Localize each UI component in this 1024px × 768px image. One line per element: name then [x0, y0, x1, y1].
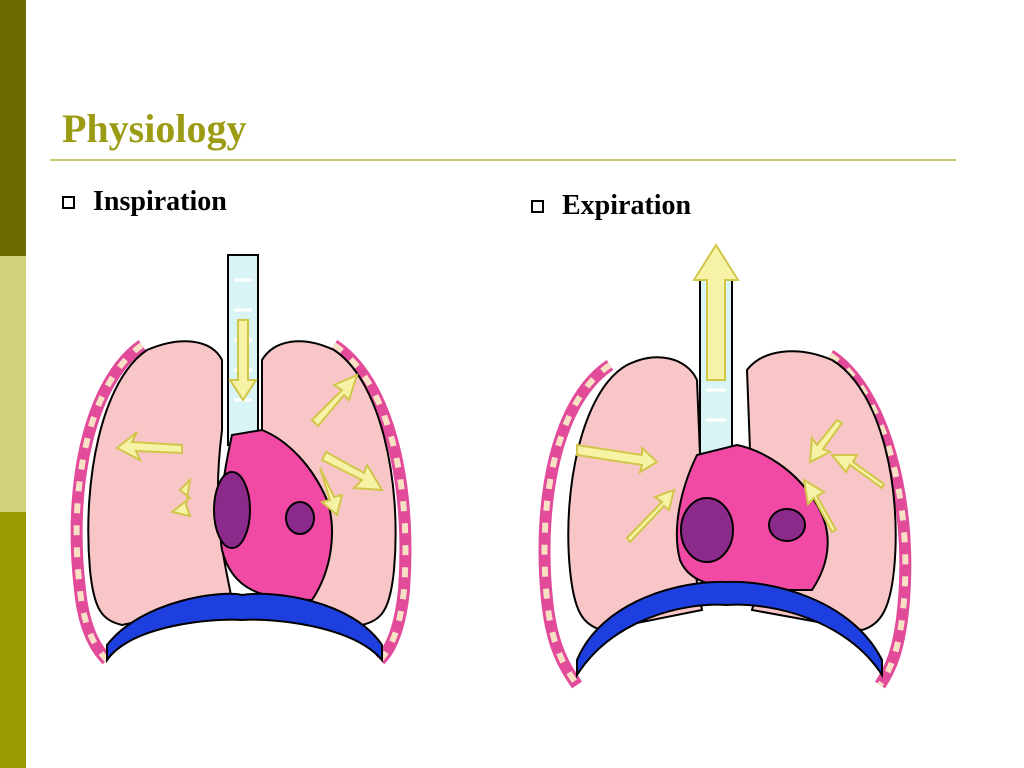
title-divider	[50, 159, 956, 161]
bullet-expiration: Expiration	[531, 190, 691, 222]
bullet-inspiration: Inspiration	[62, 186, 227, 218]
diaphragm	[576, 580, 883, 679]
sidebar-band-middle	[0, 256, 26, 512]
slide-title: Physiology	[62, 106, 247, 151]
bullet-square-icon	[62, 195, 75, 209]
outflow-arrows	[576, 243, 886, 544]
diaphragm	[106, 592, 383, 664]
inspiration-lungs-diagram	[70, 254, 412, 665]
sidebar-band-bottom	[0, 512, 26, 768]
bullet-square-icon	[531, 199, 544, 213]
sidebar-band-top	[0, 0, 26, 256]
bullet-label: Inspiration	[93, 186, 227, 217]
bullet-label: Expiration	[562, 190, 692, 221]
expiration-lungs-diagram	[538, 243, 912, 689]
inflow-arrows	[115, 319, 384, 518]
